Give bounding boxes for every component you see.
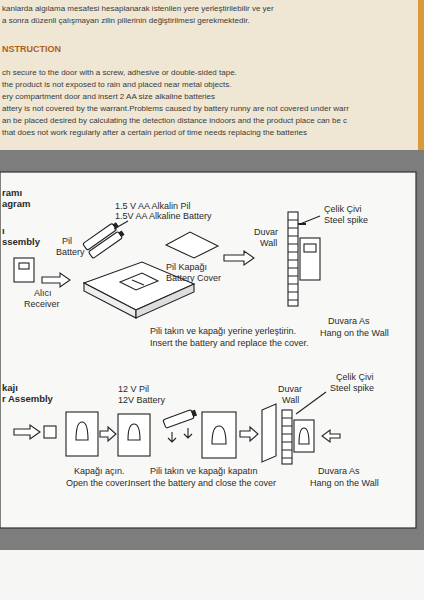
bell-symbol [76,422,88,440]
steel-spike [298,223,306,225]
part-label: 12 V Pil [118,384,149,394]
part-label: Duvara As [318,466,360,476]
part-label: agram [2,199,31,210]
leader-line [114,221,128,229]
part-label: Kapağı açın. [74,466,125,476]
bell-symbol [212,426,226,444]
transmitter-closed [202,412,236,458]
drawings [14,212,340,464]
part-label: Steel spike [330,383,374,393]
receiver-detail [304,244,316,252]
hollow-arrow [322,430,340,442]
wall-column [282,410,292,464]
part-label: Duvar [278,384,302,394]
part-label: Hang on the Wall [310,478,379,488]
receiver-icon-detail [19,263,29,269]
bell-symbol [299,428,309,444]
edge-stripe [418,0,424,150]
receiver-side [136,284,194,318]
instruction-text: ch secure to the door with a screw, adhe… [2,68,237,77]
insert-arrows [168,428,192,442]
grey-frame [0,150,424,550]
bell-symbol [128,424,140,440]
part-label: Alıcı [34,288,52,298]
instruction-text: attery is not covered by the warrant.Pro… [2,104,349,113]
receiver-side [84,283,136,318]
instruction-text: ery compartment door and insert 2 AA siz… [2,92,215,101]
part-label: Insert the battery and close the cover [128,478,276,488]
transmitter [66,412,98,456]
receiver-icon [14,258,34,282]
print-band [0,0,424,150]
part-label: Wall [282,395,299,405]
instruction-text: that does not work regularly after a cer… [2,128,307,137]
part-label: Open the cover. [66,478,130,488]
hollow-arrow [100,427,116,441]
part-label: ssembly [2,237,40,248]
compartment-line [132,280,144,285]
wall-bricks [282,418,292,458]
battery-cover [166,232,218,258]
part-label: Pili takın ve kapağı yerine yerleştirin. [150,326,296,336]
part-label: kajı [2,383,18,394]
hollow-arrow [42,273,70,287]
part-label: Steel spike [324,215,368,225]
receiver-on-wall [300,238,320,280]
part-label: ı [2,226,5,237]
part-label: Çelik Çivi [336,372,374,382]
transmitter-on-wall [294,420,314,452]
transmitter-icon [44,426,56,438]
part-label: Pili takın ve kapağı kapatın [150,466,258,476]
part-label: Duvara As [328,316,370,326]
part-label: Hang on the Wall [320,328,389,338]
battery-compartment [120,273,158,290]
part-label: Receiver [24,299,60,309]
instruction-text: an be placed desired by calculating the … [2,116,347,125]
leader-line [296,392,326,414]
part-label: r Assembly [2,394,53,405]
part-label: Pil [62,236,72,246]
part-label: Battery [56,247,85,257]
part-label: Wall [260,238,277,248]
part-label: 12V Battery [118,395,165,405]
diagram-panel [0,172,416,528]
part-label: 1.5V AA Alkaline Battery [115,211,212,221]
instruction-text: a sonra düzenli çalışmayan zilin pilleri… [2,16,250,25]
wall-column [288,212,298,306]
part-label: Duvar [254,227,278,237]
part-label: Çelik Çivi [324,204,362,214]
part-label: 1.5 V AA Alkalin Pil [115,201,191,211]
door-panel [262,404,276,462]
part-label: Insert the battery and replace the cover… [150,338,309,348]
leader-line [300,216,320,224]
transmitter-open [118,414,150,456]
part-label: Pil Kapağı [166,262,207,272]
wall-bricks [288,220,298,300]
instruction-text: NSTRUCTION [2,44,61,54]
hollow-arrow [14,425,40,439]
part-label: ramı [2,188,22,199]
instruction-text: the product is not exposed to rain and p… [2,80,231,89]
instruction-text: kanlarda algılama mesafesi hesaplanarak … [2,4,274,13]
hollow-arrow [224,251,254,265]
hollow-arrow [240,427,258,441]
part-label: Battery Cover [166,273,221,283]
battery-12v [163,409,197,429]
